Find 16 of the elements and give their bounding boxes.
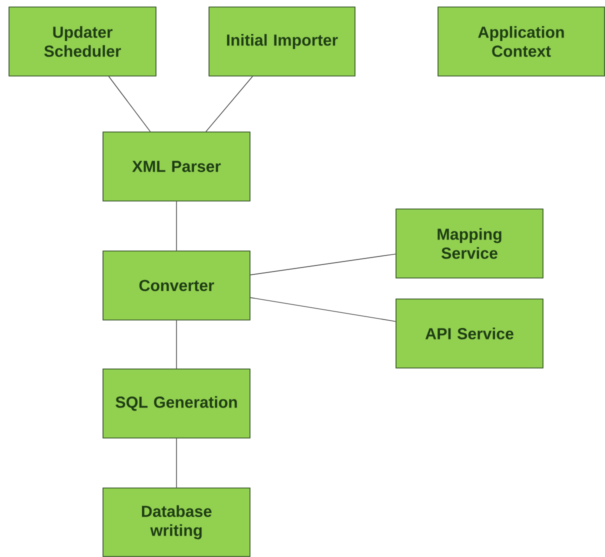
connector-line	[108, 76, 151, 132]
process-box: API Service	[396, 298, 544, 368]
connector-line	[176, 201, 177, 251]
process-box: Database writing	[102, 488, 250, 557]
process-box: XML Parser	[102, 132, 250, 202]
process-box: SQL Generation	[102, 368, 250, 438]
connector-line	[250, 297, 396, 322]
process-box: Application Context	[438, 6, 605, 76]
process-box: Initial Importer	[208, 6, 356, 76]
connector-line	[176, 438, 177, 488]
connector-line	[206, 76, 253, 132]
connector-line	[250, 254, 396, 276]
connector-line	[176, 320, 177, 369]
process-box: Converter	[102, 250, 250, 320]
process-box: Updater Scheduler	[8, 6, 156, 76]
process-box: Mapping Service	[396, 208, 544, 278]
